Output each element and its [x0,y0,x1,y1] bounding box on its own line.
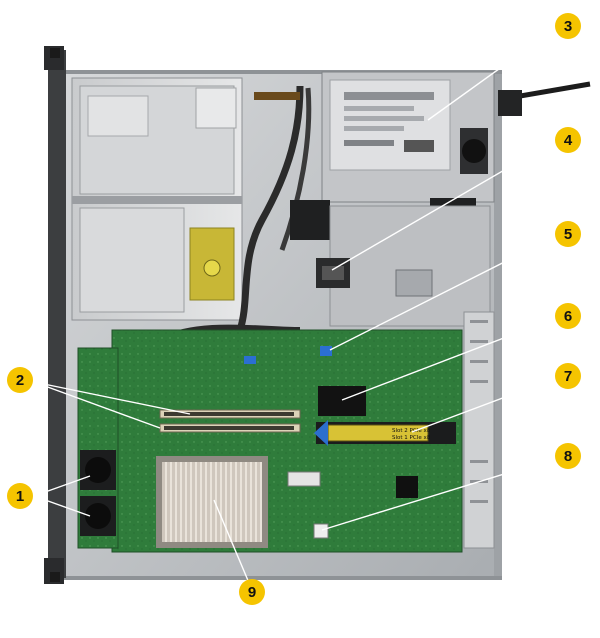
callout-1: 1 [7,483,33,509]
power-cord-plug [498,90,522,116]
front-bezel [48,50,66,578]
callout-5: 5 [555,221,581,247]
svg-text:8: 8 [564,448,572,465]
svg-text:3: 3 [564,18,572,35]
svg-text:6: 6 [564,308,572,325]
front-fans [80,450,116,536]
sata-port [320,346,332,356]
air-baffle [329,205,491,327]
pcie-riser[interactable]: Slot 2 PCIe x8 Slot 1 PCIe x8 [314,420,456,446]
drive-cage [71,77,243,321]
chipset [318,386,366,416]
riser-slot2-label: Slot 2 PCIe x8 [392,428,431,434]
svg-text:2: 2 [16,372,24,389]
svg-text:4: 4 [564,132,573,149]
callout-7: 7 [555,363,581,389]
svg-text:7: 7 [564,368,572,385]
svg-text:5: 5 [564,226,572,243]
callout-8: 8 [555,443,581,469]
leader-lines [33,27,557,591]
drive-label [189,227,235,301]
callout-9: 9 [239,579,265,605]
svg-text:1: 1 [16,488,24,505]
svg-text:9: 9 [248,584,256,601]
callout-2: 2 [7,367,33,393]
callout-4: 4 [555,127,581,153]
riser-slot1-label: Slot 1 PCIe x8 [392,435,431,441]
callout-6: 6 [555,303,581,329]
callout-3: 3 [555,13,581,39]
processor-heatsink [156,456,268,548]
mezz-connector [313,523,329,539]
